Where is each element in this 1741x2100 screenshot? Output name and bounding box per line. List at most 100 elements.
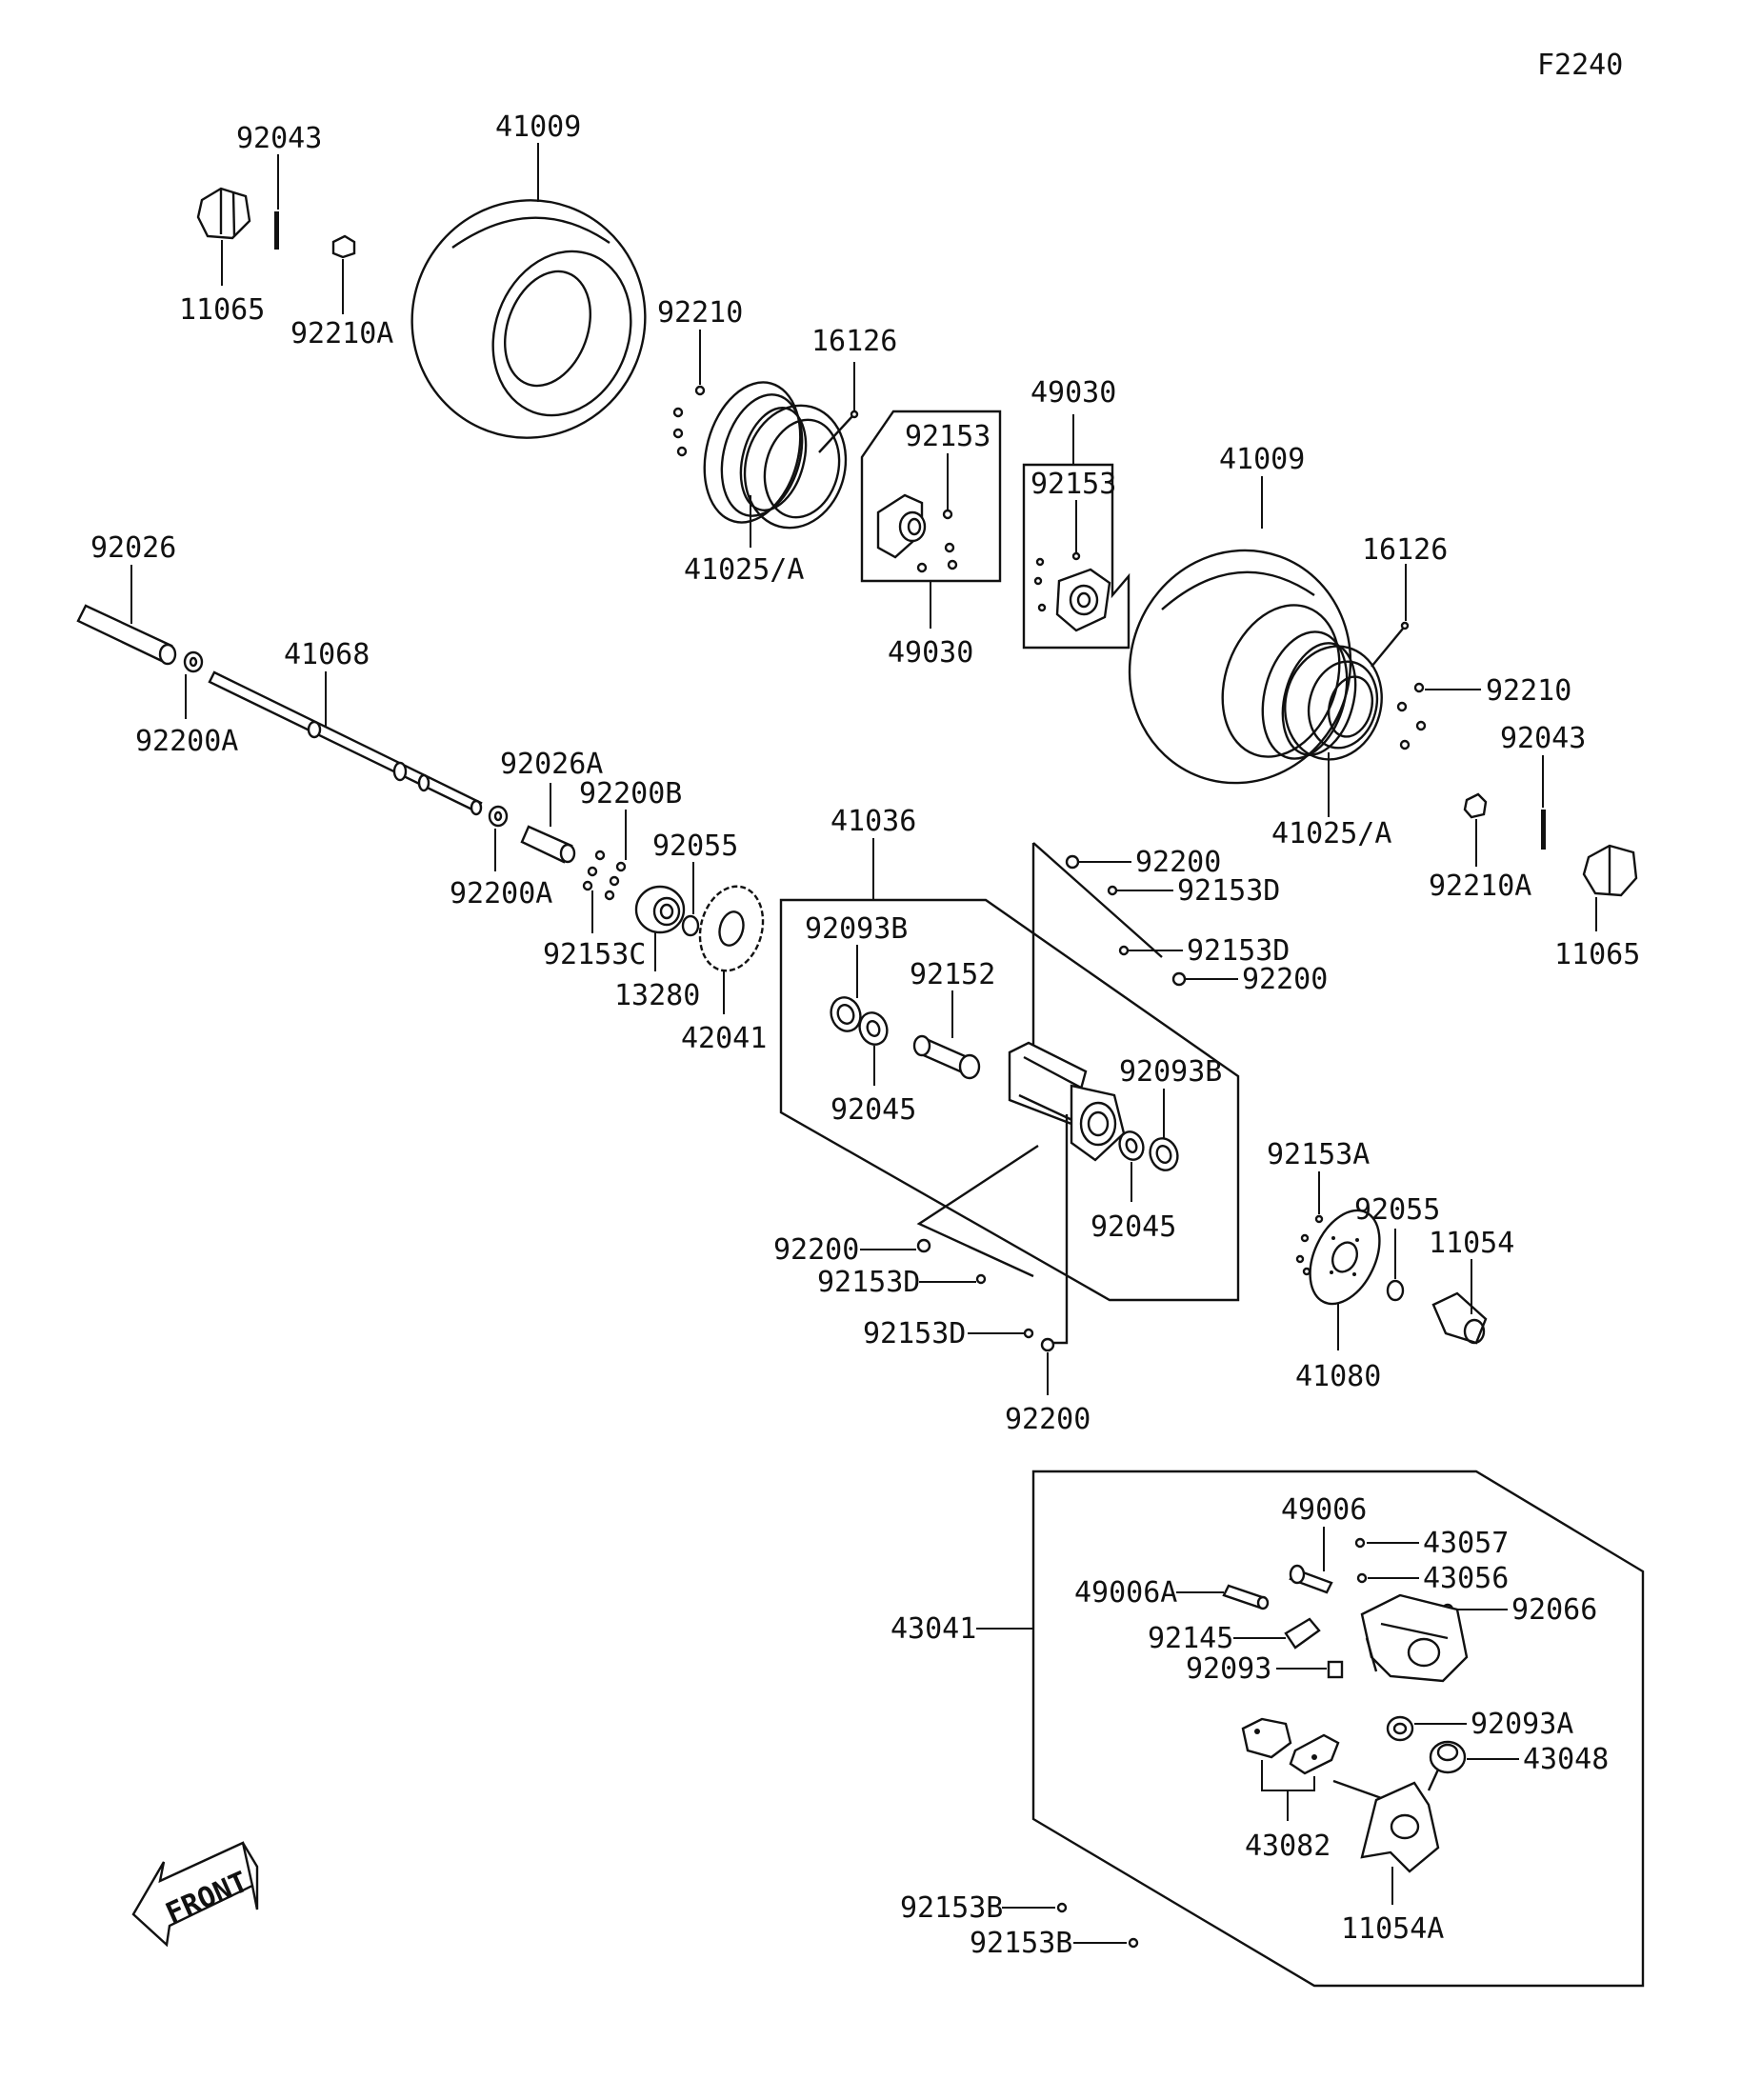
seal-92093A[interactable] <box>1386 1715 1414 1742</box>
label-92200B: 92200B <box>579 777 682 810</box>
bolt-92153B-b[interactable] <box>1128 1937 1139 1949</box>
caliper-bracket-11054[interactable] <box>1431 1291 1488 1345</box>
label-16126-left: 16126 <box>811 325 897 358</box>
clip-92145[interactable] <box>1284 1617 1321 1650</box>
label-92210-right: 92210 <box>1486 674 1571 708</box>
cap-43056[interactable] <box>1356 1572 1368 1584</box>
hub-49030-left[interactable] <box>876 493 927 559</box>
label-41009-right: 41009 <box>1219 443 1305 476</box>
axle-sleeve-92026A[interactable] <box>520 825 576 864</box>
label-92200-d: 92200 <box>1005 1403 1091 1436</box>
label-41080: 41080 <box>1295 1360 1381 1393</box>
label-92153D-c: 92153D <box>817 1266 920 1299</box>
label-92200-c: 92200 <box>773 1233 859 1267</box>
label-16126-right: 16126 <box>1362 533 1448 567</box>
bearing-92093B-left[interactable] <box>827 993 866 1035</box>
label-92210A-right: 92210A <box>1429 870 1531 903</box>
bolt-92153D-b[interactable] <box>1118 945 1130 956</box>
hub-bolts-92153-right[interactable] <box>1033 551 1081 612</box>
left-lug-nuts-92210[interactable] <box>672 385 706 457</box>
left-hub-cap-11065[interactable] <box>196 187 251 240</box>
o-ring-92055-left[interactable] <box>681 914 700 937</box>
label-92055-left: 92055 <box>652 830 738 863</box>
label-92055-right: 92055 <box>1354 1193 1440 1227</box>
label-92210A-left: 92210A <box>290 317 393 350</box>
bolt-92153D-d[interactable] <box>1023 1328 1034 1339</box>
label-92200A-right: 92200A <box>450 877 552 910</box>
axle-housing-41036[interactable] <box>1008 1041 1126 1162</box>
right-tire-41009[interactable] <box>1097 519 1383 814</box>
sprocket-hub-13280[interactable] <box>634 885 686 934</box>
o-ring-92055-right[interactable] <box>1386 1279 1405 1302</box>
bearing-92045-left[interactable] <box>855 1009 891 1049</box>
spacer-92152[interactable] <box>912 1034 981 1080</box>
label-49006: 49006 <box>1281 1493 1367 1527</box>
left-cotter-pin-92043[interactable] <box>274 211 279 250</box>
bleeder-49006A[interactable] <box>1222 1584 1270 1610</box>
washer-92200A-left[interactable] <box>183 650 204 673</box>
caliper-holder-11054A[interactable] <box>1332 1769 1440 1873</box>
nut-92200-b[interactable] <box>1171 971 1187 987</box>
left-wheel-rim-41025[interactable] <box>690 371 859 539</box>
label-92153B-a: 92153B <box>900 1891 1003 1925</box>
label-13280: 13280 <box>614 979 700 1012</box>
seal-92093[interactable] <box>1327 1660 1344 1679</box>
label-41068: 41068 <box>284 638 370 671</box>
rear-axle-41068[interactable] <box>208 670 483 816</box>
right-valve-16126[interactable] <box>1371 621 1410 668</box>
label-92093A: 92093A <box>1471 1708 1573 1741</box>
label-11065-right: 11065 <box>1554 938 1640 971</box>
brake-disc-bolts-92153A[interactable] <box>1295 1214 1324 1276</box>
label-92145: 92145 <box>1148 1622 1233 1655</box>
bolts-92153C[interactable] <box>582 850 606 891</box>
label-92153B-b: 92153B <box>970 1927 1072 1960</box>
label-92043-right: 92043 <box>1500 722 1586 755</box>
bearing-92093B-right[interactable] <box>1146 1134 1182 1174</box>
sprocket-42041[interactable] <box>690 879 771 977</box>
left-tire-41009[interactable] <box>379 168 679 470</box>
right-lug-nuts-92210[interactable] <box>1396 682 1427 750</box>
bleeder-49006[interactable] <box>1289 1564 1333 1594</box>
nut-92200-a[interactable] <box>1065 854 1080 870</box>
bolt-92153D-a[interactable] <box>1107 885 1118 896</box>
caliper-body[interactable] <box>1360 1593 1469 1683</box>
label-92152: 92152 <box>910 958 995 991</box>
label-43048: 43048 <box>1523 1743 1609 1776</box>
cap-43057[interactable] <box>1354 1537 1366 1549</box>
bearing-92045-right[interactable] <box>1116 1129 1148 1163</box>
label-92200-b: 92200 <box>1242 963 1328 996</box>
brake-pads-43082[interactable] <box>1241 1717 1340 1775</box>
label-43082: 43082 <box>1245 1830 1331 1863</box>
label-92026A: 92026A <box>500 748 603 781</box>
label-41025A-right: 41025/A <box>1271 817 1391 850</box>
brake-disc-41080[interactable] <box>1296 1199 1393 1314</box>
washer-92200A-right[interactable] <box>488 805 509 828</box>
bolt-92153D-c[interactable] <box>975 1273 987 1285</box>
right-nut-92210A[interactable] <box>1463 792 1488 819</box>
left-nut-92210A[interactable] <box>331 234 356 259</box>
right-hub-cap-11065[interactable] <box>1582 844 1638 897</box>
label-92210-left: 92210 <box>657 296 743 330</box>
bolt-92153B-a[interactable] <box>1056 1902 1068 1913</box>
label-92093B-left: 92093B <box>805 912 908 946</box>
axle-sleeve-92026[interactable] <box>76 604 177 666</box>
label-92153D-d: 92153D <box>863 1317 966 1350</box>
label-92045-left: 92045 <box>830 1093 916 1127</box>
label-49030-left: 49030 <box>888 636 973 670</box>
label-43041: 43041 <box>891 1612 976 1646</box>
label-11065-left: 11065 <box>179 293 265 327</box>
label-92200A-left: 92200A <box>135 725 238 758</box>
label-42041: 42041 <box>681 1022 767 1055</box>
piston-43048[interactable] <box>1429 1740 1467 1774</box>
label-92093B-right: 92093B <box>1119 1055 1222 1089</box>
front-direction-arrow: FRONT <box>131 1841 259 1948</box>
hub-49030-right[interactable] <box>1055 568 1111 632</box>
nuts-92200B[interactable] <box>604 861 627 901</box>
right-cotter-pin-92043[interactable] <box>1541 810 1546 850</box>
nut-92200-c[interactable] <box>916 1238 931 1253</box>
nut-92200-d[interactable] <box>1040 1337 1055 1352</box>
right-wheel-rim-41025[interactable] <box>1250 622 1394 770</box>
housing-assembly-box <box>779 898 1240 1302</box>
housing-mount-plate <box>916 842 1163 1345</box>
